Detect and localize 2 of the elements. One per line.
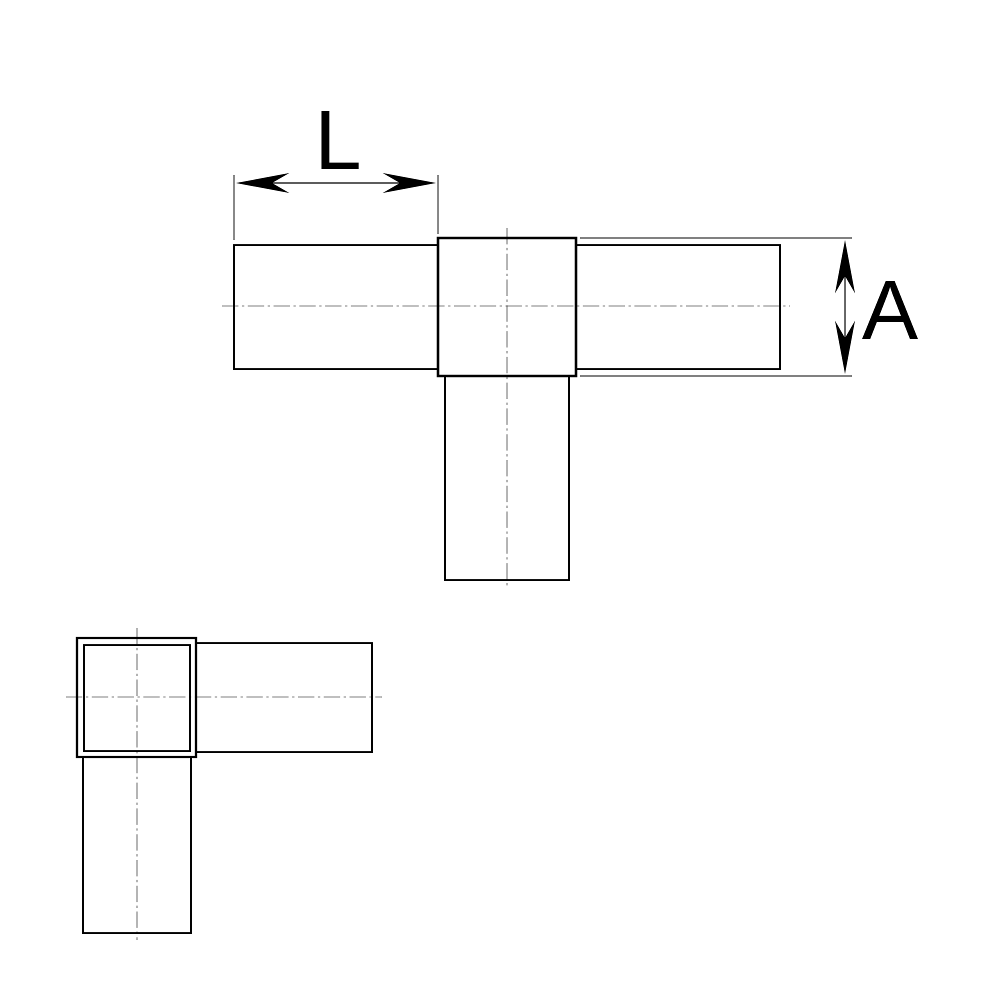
dimension-label: A [862,280,918,340]
dimension-label: L [321,110,359,170]
